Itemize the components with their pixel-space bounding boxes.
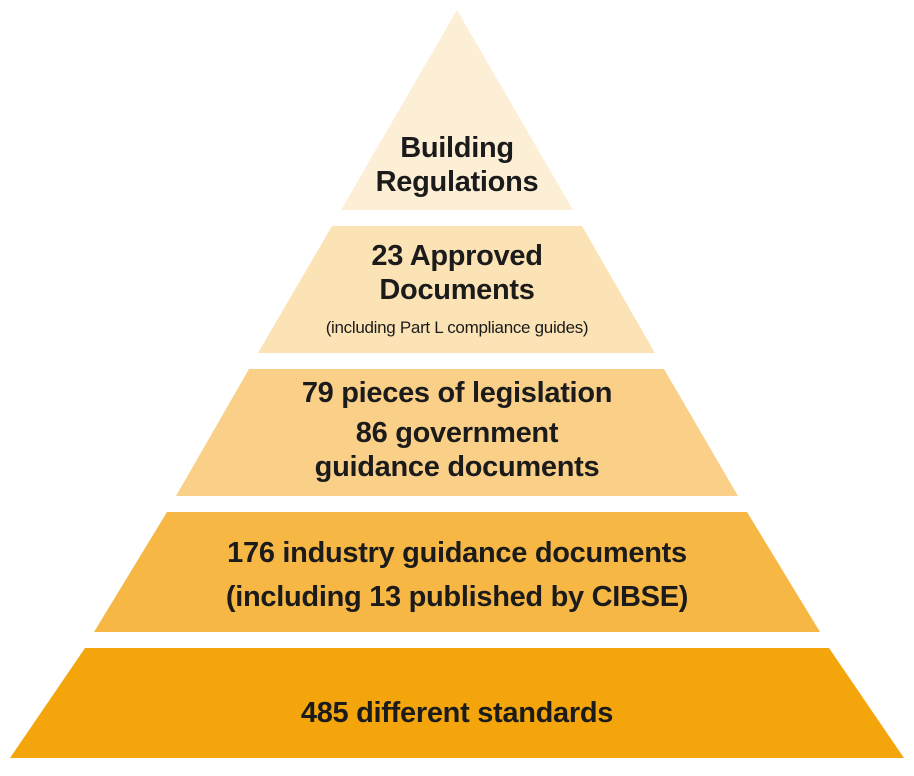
- tier-2-line-2: Documents: [379, 274, 535, 306]
- tier-4-line-2: (including 13 published by CIBSE): [225, 581, 689, 613]
- tier-2-line-1: 23 Approved: [371, 240, 543, 272]
- tier-2-label: 23 Approved Documents: [0, 239, 914, 307]
- tier-1-line-1: Building: [400, 132, 514, 164]
- tier-3-line-3: guidance documents: [314, 451, 600, 483]
- tier-3-line-1: 79 pieces of legislation: [301, 377, 613, 409]
- tier-1-shape: [341, 10, 573, 210]
- tier-1-label: Building Regulations: [0, 131, 914, 199]
- tier-2-note: (including Part L compliance guides): [325, 318, 589, 337]
- tier-4-shape: [94, 512, 820, 632]
- tier-2-shape: [258, 226, 655, 353]
- tier-5-line-1: 485 different standards: [300, 697, 614, 729]
- tier-1-line-2: Regulations: [375, 166, 539, 198]
- tier-5-shape: [10, 648, 904, 758]
- tier-3-shape: [176, 369, 738, 496]
- tier-4-label: 176 industry guidance documents (includi…: [0, 536, 914, 614]
- tier-3-line-2: 86 government: [355, 417, 559, 449]
- tier-4-line-1: 176 industry guidance documents: [227, 537, 687, 569]
- tier-3-label: 79 pieces of legislation 86 government g…: [0, 376, 914, 484]
- tier-5-label: 485 different standards: [0, 696, 914, 730]
